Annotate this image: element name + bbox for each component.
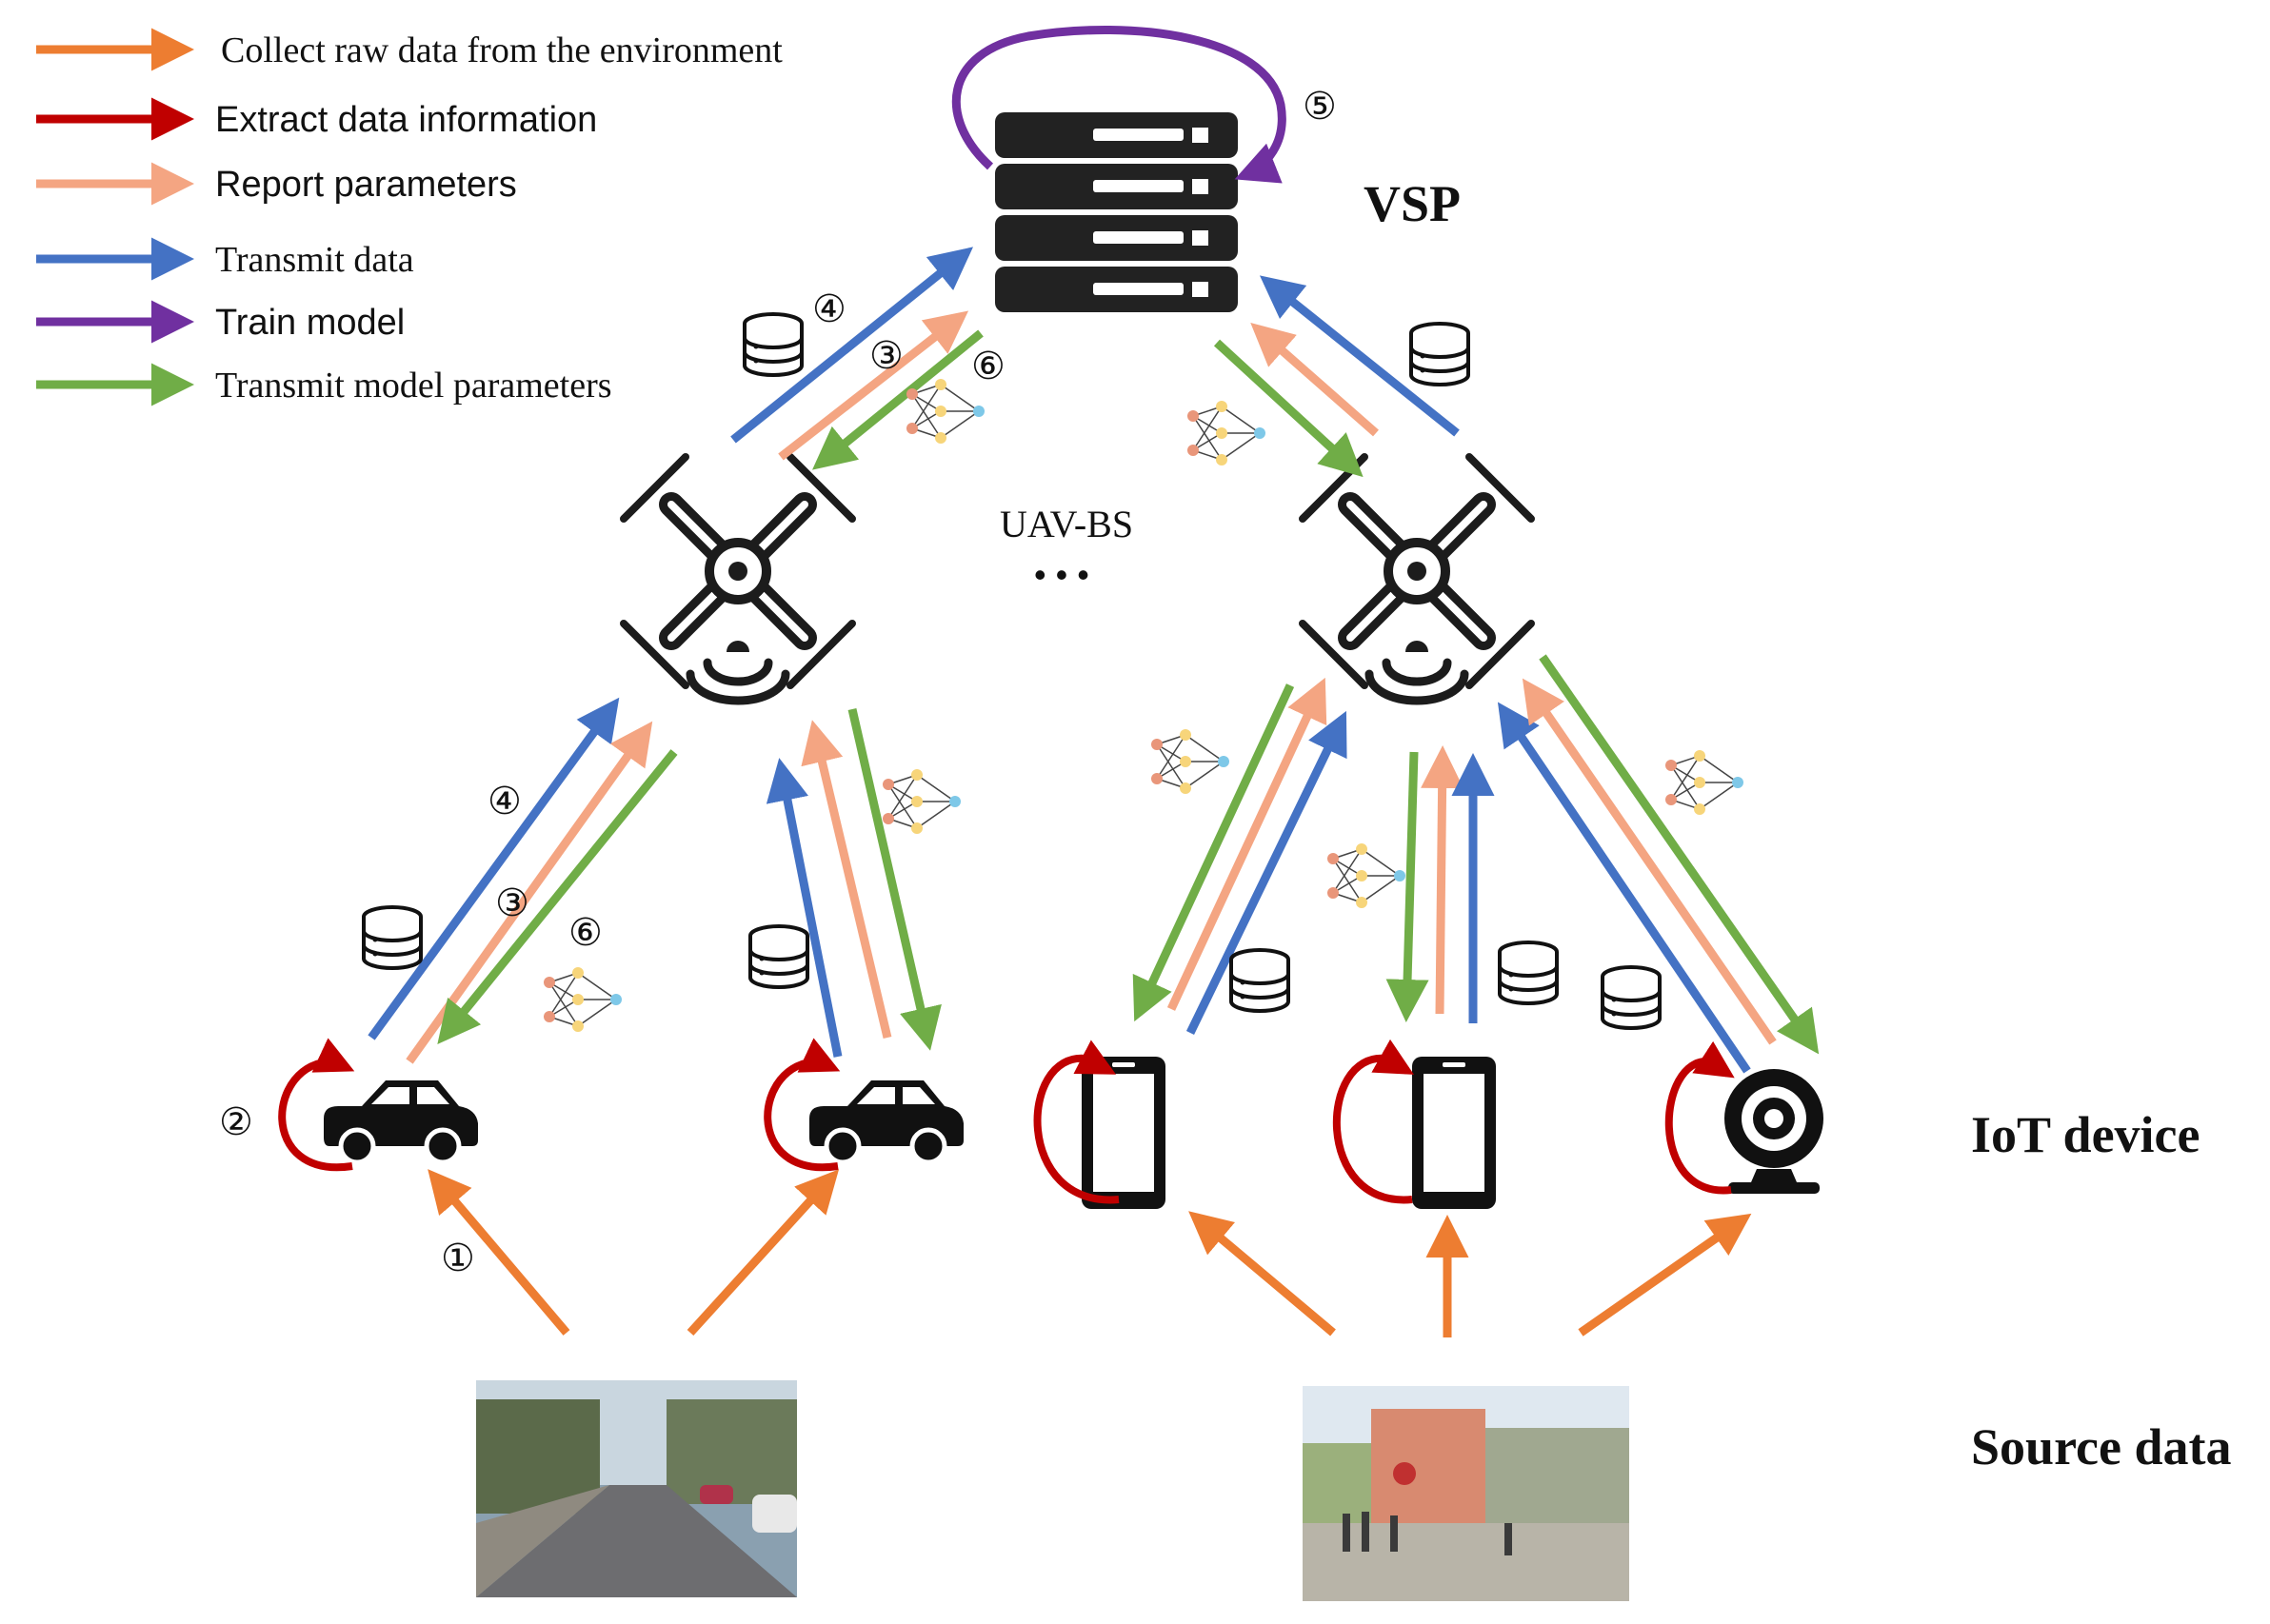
server-icon (995, 112, 1238, 312)
flow-arrow (801, 720, 892, 1040)
flow-arrow (778, 310, 969, 461)
flow-arrow (687, 1169, 840, 1337)
step-number-4: ④ (812, 287, 846, 330)
database-icon (1498, 941, 1559, 1005)
uav-bs-label: UAV-BS (1000, 503, 1133, 545)
database-icon (1229, 948, 1290, 1013)
flow-arrow (1497, 702, 1751, 1074)
photo-icon (1303, 1386, 1629, 1601)
step-number-1: ① (441, 1237, 475, 1279)
legend-label: Transmit model parameters (215, 366, 612, 406)
source-data-label: Source data (1971, 1418, 2232, 1475)
neural-network-icon (1326, 842, 1406, 909)
flow-arrow (428, 1169, 570, 1336)
step-number-5: ⑤ (1303, 85, 1337, 128)
step-number-6: ⑥ (568, 911, 603, 954)
drone-icon (624, 457, 852, 701)
flow-arrow (847, 707, 942, 1051)
database-icon (743, 312, 804, 377)
arrows-layer (368, 247, 1820, 1337)
drone-icon (1303, 457, 1531, 701)
photo-icon (476, 1380, 797, 1597)
flow-arrow (1522, 678, 1777, 1045)
extract-loops (278, 1038, 1735, 1204)
legend-label: Report parameters (215, 165, 517, 205)
flow-arrow (730, 247, 974, 444)
flow-arrow (812, 329, 984, 470)
flow-arrow (1250, 323, 1379, 437)
step-number-3: ③ (495, 881, 529, 924)
car-icon (324, 1080, 478, 1162)
legend: Collect raw data from the environmentExt… (36, 28, 783, 406)
flow-arrow (1259, 275, 1460, 437)
flow-arrow (368, 697, 620, 1040)
flow-arrow (437, 749, 678, 1044)
flow-arrow (1385, 751, 1429, 1022)
neural-network-icon (1186, 400, 1266, 466)
flow-arrow (766, 758, 843, 1058)
step-number-4: ④ (488, 780, 522, 822)
legend-label: Transmit data (215, 240, 414, 280)
flow-arrow (1166, 677, 1327, 1011)
flow-arrow (1539, 654, 1820, 1055)
car-icon (809, 1080, 964, 1162)
iot-device-label: IoT device (1971, 1106, 2200, 1163)
vsp-label: VSP (1364, 175, 1461, 232)
legend-label: Train model (215, 303, 405, 343)
database-icon (748, 924, 809, 989)
database-icon (1601, 965, 1662, 1030)
flow-arrow (1188, 1211, 1336, 1337)
flow-arrow (1185, 710, 1347, 1035)
neural-network-icon (1664, 749, 1744, 816)
neural-network-icon (543, 966, 623, 1033)
database-icon (362, 905, 423, 970)
legend-label: Extract data information (215, 100, 597, 140)
database-icon (1409, 322, 1470, 386)
flow-arrow (1132, 683, 1295, 1022)
neural-network-icon (1150, 728, 1230, 795)
smartphone-icon (1082, 1057, 1165, 1209)
flow-arrow (1421, 745, 1464, 1015)
flow-arrow (1578, 1213, 1752, 1337)
legend-label: Collect raw data from the environment (221, 30, 783, 70)
step-number-6: ⑥ (971, 345, 1006, 387)
neural-network-icon (882, 768, 962, 835)
webcam-icon (1724, 1069, 1823, 1194)
train-model-arrow (951, 26, 1286, 184)
step-number-2: ② (219, 1100, 253, 1143)
ellipsis-label: • • • (1034, 555, 1089, 594)
smartphone-icon (1412, 1057, 1496, 1209)
step-number-3: ③ (869, 334, 904, 377)
flow-arrow (1213, 339, 1364, 478)
